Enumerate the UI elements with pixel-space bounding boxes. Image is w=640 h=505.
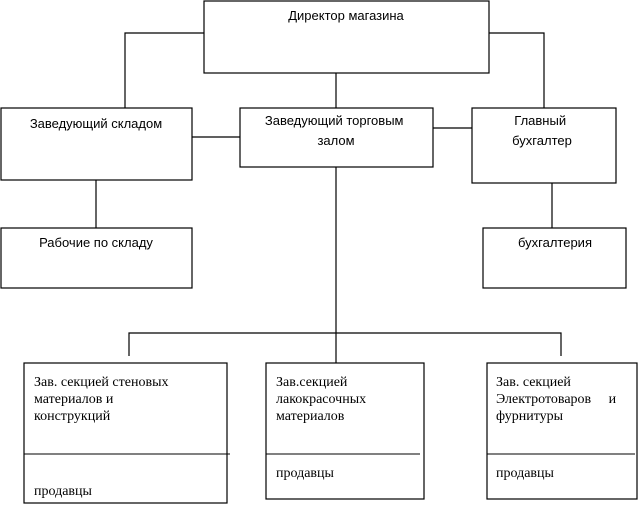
chief-accountant-node: Главный бухгалтер xyxy=(471,107,617,184)
section-electro-line-3: фурнитуры xyxy=(496,409,564,424)
section-paints-node: Зав.секцией лакокрасочных материалов про… xyxy=(265,362,425,500)
section-paints-line-1: Зав.секцией xyxy=(276,375,348,390)
section-electro-label: Зав. секцией Электротоваров и фурнитуры xyxy=(496,375,620,424)
section-paints-line-2: лакокрасочных xyxy=(276,392,366,407)
hall-head-line-2: залом xyxy=(317,133,354,148)
section-walls-label: Зав. секцией стеновых материалов и конст… xyxy=(34,375,172,424)
warehouse-workers-node: Рабочие по складу xyxy=(0,227,193,289)
section-paints-label: Зав.секцией лакокрасочных материалов xyxy=(276,375,370,424)
section-walls-box xyxy=(23,362,228,504)
warehouse-head-box xyxy=(0,107,193,181)
warehouse-workers-box xyxy=(0,227,193,289)
section-walls-line-3: конструкций xyxy=(34,409,111,424)
sellers-2-label: продавцы xyxy=(276,466,335,481)
accounting-label: бухгалтерия xyxy=(518,235,592,250)
section-walls-node: Зав. секцией стеновых материалов и конст… xyxy=(23,362,230,504)
section-electro-node: Зав. секцией Электротоваров и фурнитуры … xyxy=(486,362,638,500)
director-box xyxy=(203,0,490,74)
hall-head-box xyxy=(239,107,434,168)
warehouse-workers-label: Рабочие по складу xyxy=(39,235,153,250)
section-walls-line-2: материалов и xyxy=(34,392,114,407)
hall-head-label: Заведующий торговым залом xyxy=(265,113,407,148)
director-node: Директор магазина xyxy=(203,0,490,74)
section-paints-box xyxy=(265,362,425,500)
connectors xyxy=(95,32,562,363)
warehouse-head-node: Заведующий складом xyxy=(0,107,193,181)
chief-accountant-line-2: бухгалтер xyxy=(512,133,572,148)
accounting-box xyxy=(482,227,627,289)
accounting-node: бухгалтерия xyxy=(482,227,627,289)
chief-accountant-label: Главный бухгалтер xyxy=(512,113,572,148)
connector-director-warehouse xyxy=(124,32,204,108)
warehouse-head-label: Заведующий складом xyxy=(30,116,162,131)
connector-director-accountant xyxy=(489,32,545,108)
sellers-3-label: продавцы xyxy=(496,466,555,481)
section-walls-line-1: Зав. секцией стеновых xyxy=(34,375,168,390)
sellers-1-label: продавцы xyxy=(34,484,93,499)
director-label: Директор магазина xyxy=(288,8,404,23)
chief-accountant-box xyxy=(471,107,617,184)
section-electro-line-2: Электротоваров и xyxy=(496,392,617,407)
chief-accountant-line-1: Главный xyxy=(514,113,566,128)
section-paints-line-3: материалов xyxy=(276,409,345,424)
section-electro-box xyxy=(486,362,638,500)
hall-head-node: Заведующий торговым залом xyxy=(239,107,434,168)
section-electro-line-1: Зав. секцией xyxy=(496,375,571,390)
hall-head-line-1: Заведующий торговым xyxy=(265,113,404,128)
connector-sections-bus xyxy=(128,332,562,356)
